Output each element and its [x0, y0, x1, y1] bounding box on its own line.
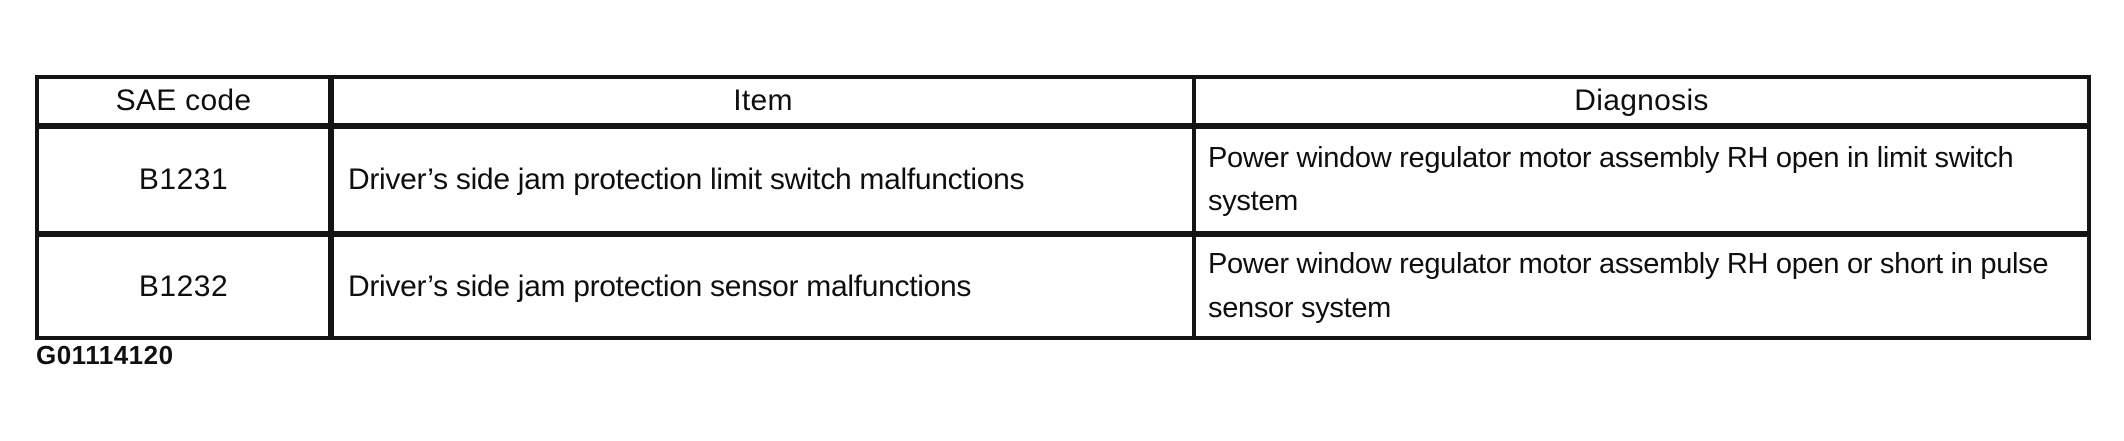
column-header-diagnosis: Diagnosis	[1192, 75, 2091, 129]
table-row-b1231: B1231 Driver’s side jam protection limit…	[35, 124, 2091, 236]
table-row-b1232: B1232 Driver’s side jam protection senso…	[35, 231, 2091, 340]
cell-sae-code: B1231	[35, 124, 334, 236]
column-header-item: Item	[329, 75, 1196, 129]
cell-sae-code: B1232	[35, 231, 334, 340]
cell-diagnosis: Power window regulator motor assembly RH…	[1192, 231, 2091, 340]
column-header-sae-code: SAE code	[35, 75, 334, 129]
cell-item: Driver’s side jam protection sensor malf…	[329, 231, 1196, 340]
figure-code: G01114120	[36, 340, 174, 370]
cell-item: Driver’s side jam protection limit switc…	[329, 124, 1196, 236]
dtc-table: SAE code Item Diagnosis B1231 Driver’s s…	[35, 75, 2091, 340]
table-header-row: SAE code Item Diagnosis	[35, 75, 2091, 129]
cell-diagnosis: Power window regulator motor assembly RH…	[1192, 124, 2091, 236]
